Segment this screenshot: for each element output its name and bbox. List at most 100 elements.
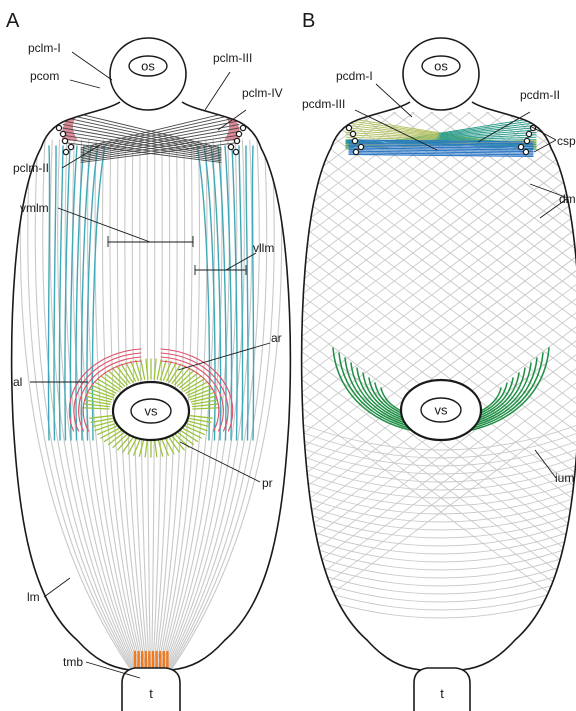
vllm-bracket — [195, 265, 246, 275]
lm-label: lm — [27, 590, 40, 604]
ium-leader — [535, 450, 556, 478]
sensillum-dot — [233, 149, 238, 154]
diagonal-fiber — [281, 238, 576, 478]
pclm-iv-label: pclm-IV — [242, 86, 283, 100]
sensillum-dot — [358, 144, 363, 149]
panel-a-letter: A — [6, 10, 20, 32]
vmlm-label: vmlm — [20, 201, 49, 215]
posterior-radial-fiber — [123, 438, 133, 452]
panel-a-t-label: t — [149, 686, 153, 701]
posterior-radial-fiber — [98, 426, 117, 434]
diagonal-fiber — [291, 508, 576, 538]
sensillum-dot — [63, 149, 68, 154]
diagonal-fiber — [281, 84, 576, 324]
panel-b-vs-label: vs — [435, 403, 449, 418]
sensillum-dot — [350, 131, 355, 136]
sensillum-dot — [523, 149, 528, 154]
panel-a-vs-label: vs — [145, 404, 159, 419]
posterior-radial-fiber — [185, 426, 204, 434]
sensillum-dot — [353, 149, 358, 154]
diagonal-fiber — [281, 322, 576, 562]
diagonal-fiber — [291, 580, 576, 610]
diagonal-fiber — [291, 452, 576, 482]
sensillum-dot — [228, 144, 233, 149]
sensillum-dot — [346, 125, 351, 130]
pcom-leader — [70, 80, 100, 88]
crossing-fiber — [63, 117, 221, 151]
sensillum-dot — [68, 144, 73, 149]
pclm-ii-label: pclm-II — [13, 161, 49, 175]
anterior-radial-fiber — [157, 360, 161, 380]
diagonal-fiber — [281, 0, 576, 240]
lateral-longitudinal-fiber — [54, 146, 56, 440]
panel-b-letter: B — [302, 10, 315, 32]
vmlm-bracket — [108, 236, 193, 247]
diagonal-fiber — [281, 140, 576, 380]
panel-a-os-label: os — [141, 59, 155, 74]
panel-b: os vs t B pcdm-I pcdm-III pcdm-II csp dm… — [281, 0, 576, 711]
panel-b-t-label: t — [440, 686, 444, 701]
pclm-i-label: pclm-I — [28, 41, 61, 55]
diagonal-fiber — [281, 84, 576, 324]
al-label: al — [13, 375, 22, 389]
panel-a: os vs t A pclm-I pcom pclm-III pclm-IV p… — [6, 10, 290, 711]
diagonal-fiber — [291, 572, 576, 602]
dm-label: dm — [559, 192, 576, 206]
pclm-iii-leader — [205, 72, 230, 110]
sensillum-dot — [524, 138, 529, 143]
pharyngeal-fiber — [179, 86, 235, 140]
pcdm-i-label: pcdm-I — [336, 69, 373, 83]
sensillum-dot — [240, 125, 245, 130]
diagonal-fiber — [281, 168, 576, 408]
sensillum-dot — [234, 138, 239, 143]
pcdm-ii-label: pcdm-II — [520, 88, 560, 102]
tmb-label: tmb — [63, 655, 83, 669]
lateral-longitudinal-fiber — [246, 146, 248, 440]
sensillum-dot — [60, 131, 65, 136]
ar-label: ar — [271, 331, 282, 345]
pcom-label: pcom — [30, 69, 59, 83]
pharyngeal-fiber — [67, 86, 123, 140]
diagonal-fiber — [291, 484, 576, 514]
pcdm-iii-label: pcdm-III — [302, 97, 345, 111]
posterior-radial-fiber — [155, 441, 157, 457]
sensillum-dot — [236, 131, 241, 136]
sensillum-dot — [526, 131, 531, 136]
pharyngeal-fiber — [66, 86, 121, 140]
panel-b-os-label: os — [434, 59, 448, 74]
pr-label: pr — [262, 476, 273, 490]
posterior-radial-fiber — [118, 436, 130, 450]
diagonal-fiber — [291, 564, 576, 594]
lateral-longitudinal-fiber — [252, 146, 253, 440]
lm-leader — [44, 578, 70, 597]
lateral-longitudinal-fiber — [239, 146, 243, 440]
diagonal-fiber — [281, 154, 576, 394]
lateral-longitudinal-fiber — [59, 146, 63, 440]
pclm-i-leader — [72, 52, 112, 80]
diagonal-fiber — [281, 140, 576, 380]
csp-label: csp — [557, 134, 576, 148]
posterior-radial-fiber — [169, 438, 179, 452]
sensillum-dot — [352, 138, 357, 143]
vmlm-leader — [58, 208, 150, 242]
pharyngeal-fiber — [181, 86, 236, 140]
diagonal-fiber — [281, 0, 576, 240]
diagonal-fiber — [291, 540, 576, 570]
diagonal-fiber — [281, 168, 576, 408]
lateral-longitudinal-fiber — [48, 146, 49, 440]
anterior-radial-fiber — [141, 360, 145, 380]
pclm-iii-label: pclm-III — [213, 51, 252, 65]
crossing-fiber — [81, 117, 239, 151]
vllm-label: vllm — [253, 241, 274, 255]
diagonal-fiber — [281, 238, 576, 478]
ium-label: ium — [555, 471, 574, 485]
sensillum-dot — [518, 144, 523, 149]
posterior-radial-fiber — [145, 441, 147, 457]
sensillum-dot — [56, 125, 61, 130]
sensillum-dot — [62, 138, 67, 143]
diagonal-fiber — [291, 548, 576, 578]
diagonal-fiber — [291, 516, 576, 546]
diagonal-fiber — [281, 154, 576, 394]
diagonal-fiber — [281, 322, 576, 562]
